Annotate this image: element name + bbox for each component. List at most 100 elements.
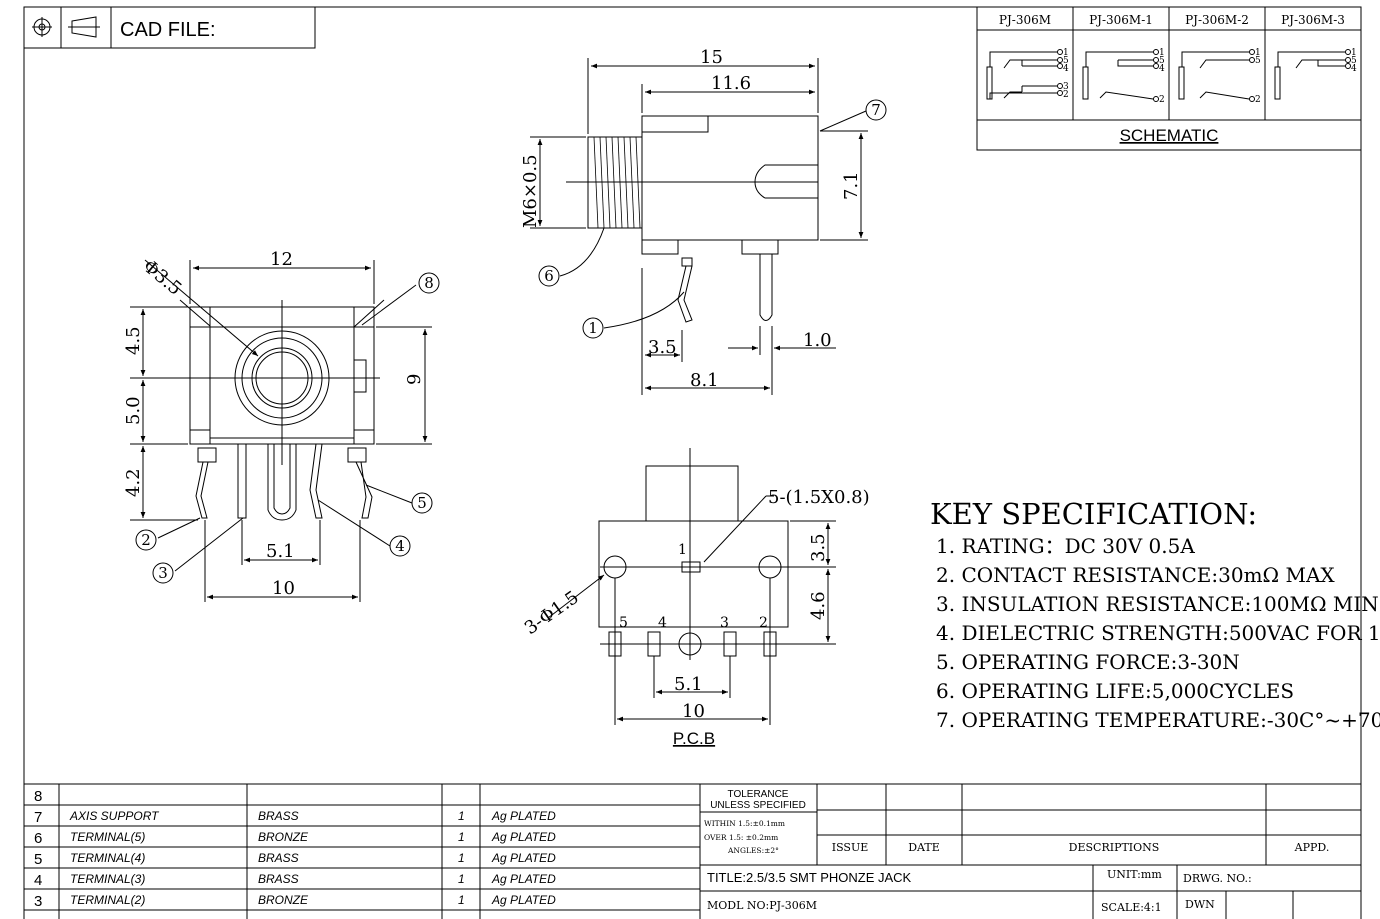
schematic-col-pj306m-2: PJ-306M-2 xyxy=(1185,13,1249,27)
pin-label: 3 xyxy=(1063,82,1069,92)
dim-side-base: 8.1 xyxy=(690,370,719,391)
bom-qty: 1 xyxy=(458,809,465,823)
bom-finish: Ag PLATED xyxy=(491,893,556,907)
bom-material: BRONZE xyxy=(258,830,309,844)
pin-label: 1 xyxy=(1159,48,1165,58)
bom-material: BRASS xyxy=(258,872,299,886)
pcb-view xyxy=(547,448,836,725)
dim-base: 10 xyxy=(272,578,295,599)
unit-label: UNIT:mm xyxy=(1107,868,1162,881)
bom-table xyxy=(24,783,1361,919)
pcb-dim-top: 3.5 xyxy=(808,533,829,562)
pcb-pad-label: 1 xyxy=(678,542,687,558)
spec-item: 4. DIELECTRIC STRENGTH:500VAC FOR 1Min xyxy=(936,621,1380,645)
front-callouts xyxy=(135,272,440,584)
pin-label: 4 xyxy=(1159,64,1165,74)
pcb-dim-pin-span: 5.1 xyxy=(674,674,703,695)
pin-label: 4 xyxy=(1063,64,1069,74)
spec-title: KEY SPECIFICATION: xyxy=(930,497,1257,531)
dim-d2: 5.0 xyxy=(123,396,144,425)
callout-7: 7 xyxy=(871,101,881,119)
tolerance-angles: ANGLES:±2° xyxy=(727,846,779,855)
callout-8: 8 xyxy=(424,274,434,292)
pin-label: 5 xyxy=(1255,56,1261,66)
bom-part: TERMINAL(2) xyxy=(70,893,145,907)
tolerance-over: OVER 1.5: ±0.2mm xyxy=(704,833,778,842)
col-descriptions: DESCRIPTIONS xyxy=(1069,841,1160,854)
bom-qty: 1 xyxy=(458,851,465,865)
front-view xyxy=(130,259,432,602)
pin-label: 2 xyxy=(1255,95,1261,105)
dim-d3: 4.2 xyxy=(123,468,144,497)
pin-label: 1 xyxy=(1063,48,1069,58)
spec-item: 6. OPERATING LIFE:5,000CYCLES xyxy=(936,679,1294,703)
schematic-footer: SCHEMATIC xyxy=(1120,126,1219,145)
pin-label: 1 xyxy=(1351,48,1357,58)
schematic-table xyxy=(976,6,1362,151)
col-issue: ISSUE xyxy=(832,841,869,854)
bom-finish: Ag PLATED xyxy=(491,830,556,844)
bom-no: 6 xyxy=(34,830,42,847)
sheet-border xyxy=(23,6,1362,919)
callout-4: 4 xyxy=(395,537,405,555)
dim-thread: M6×0.5 xyxy=(520,154,541,228)
tolerance-within: WITHIN 1.5:±0.1mm xyxy=(704,819,785,828)
pcb-pad-label: 4 xyxy=(658,615,667,631)
bom-qty: 1 xyxy=(458,872,465,886)
bom-no: 3 xyxy=(34,893,42,910)
bom-part: TERMINAL(4) xyxy=(70,851,145,865)
dim-hole: Φ3.5 xyxy=(139,256,186,300)
callout-5: 5 xyxy=(417,494,427,512)
pin-label: 5 xyxy=(1063,56,1069,66)
spec-item: 7. OPERATING TEMPERATURE:-30C°~+70C° xyxy=(936,708,1380,732)
callout-6: 6 xyxy=(544,267,554,285)
cad-file-label: CAD FILE: xyxy=(120,19,216,41)
bom-no: 8 xyxy=(34,788,42,805)
bom-qty: 1 xyxy=(458,830,465,844)
pcb-pad-label: 3 xyxy=(720,615,729,631)
bom-part: TERMINAL(3) xyxy=(70,872,145,886)
pcb-pad-label: 5 xyxy=(619,615,628,631)
spec-item: 3. INSULATION RESISTANCE:100MΩ MIN xyxy=(936,592,1379,616)
bom-finish: Ag PLATED xyxy=(491,809,556,823)
pcb-dim-mid: 4.6 xyxy=(808,591,829,620)
callout-1: 1 xyxy=(588,319,598,337)
dwn-label: DWN xyxy=(1185,898,1215,911)
dim-pin-width: 1.0 xyxy=(803,330,832,351)
dim-pin-span: 5.1 xyxy=(266,541,295,562)
dim-d1: 4.5 xyxy=(123,326,144,355)
cad-header xyxy=(23,6,316,49)
pin-label: 2 xyxy=(1063,90,1069,100)
dim-body: 11.6 xyxy=(711,73,751,94)
bom-no: 4 xyxy=(34,872,42,889)
pcb-pad-note: 5-(1.5X0.8) xyxy=(768,487,870,508)
tolerance-title: TOLERANCE xyxy=(728,789,789,800)
col-appd: APPD. xyxy=(1294,841,1330,854)
bom-part: TERMINAL(5) xyxy=(70,830,145,844)
pin-label: 5 xyxy=(1159,56,1165,66)
bom-finish: Ag PLATED xyxy=(491,872,556,886)
side-callouts xyxy=(538,99,887,339)
pcb-dim-base: 10 xyxy=(682,701,705,722)
callout-2: 2 xyxy=(141,531,151,549)
side-view xyxy=(530,58,868,395)
pin-label: 5 xyxy=(1351,56,1357,66)
pcb-hole-note: 3-Φ1.5 xyxy=(521,587,583,639)
bom-no: 7 xyxy=(34,809,42,826)
dim-pin-offset: 3.5 xyxy=(648,337,677,358)
pcb-pad-label: 2 xyxy=(759,615,768,631)
pin-label: 4 xyxy=(1351,64,1357,74)
schematic-col-pj306m-3: PJ-306M-3 xyxy=(1281,13,1345,27)
scale-label: SCALE:4:1 xyxy=(1101,901,1162,914)
bom-material: BRONZE xyxy=(258,893,309,907)
bom-finish: Ag PLATED xyxy=(491,851,556,865)
bom-part: AXIS SUPPORT xyxy=(69,809,160,823)
pcb-label: P.C.B xyxy=(673,729,715,748)
model-number: MODL NO:PJ-306M xyxy=(707,899,817,912)
pin-label: 1 xyxy=(1255,48,1261,58)
dim-width: 12 xyxy=(270,249,293,270)
dim-side-height: 7.1 xyxy=(841,171,862,200)
projection-symbol-icon xyxy=(32,16,100,38)
callout-3: 3 xyxy=(158,564,168,582)
